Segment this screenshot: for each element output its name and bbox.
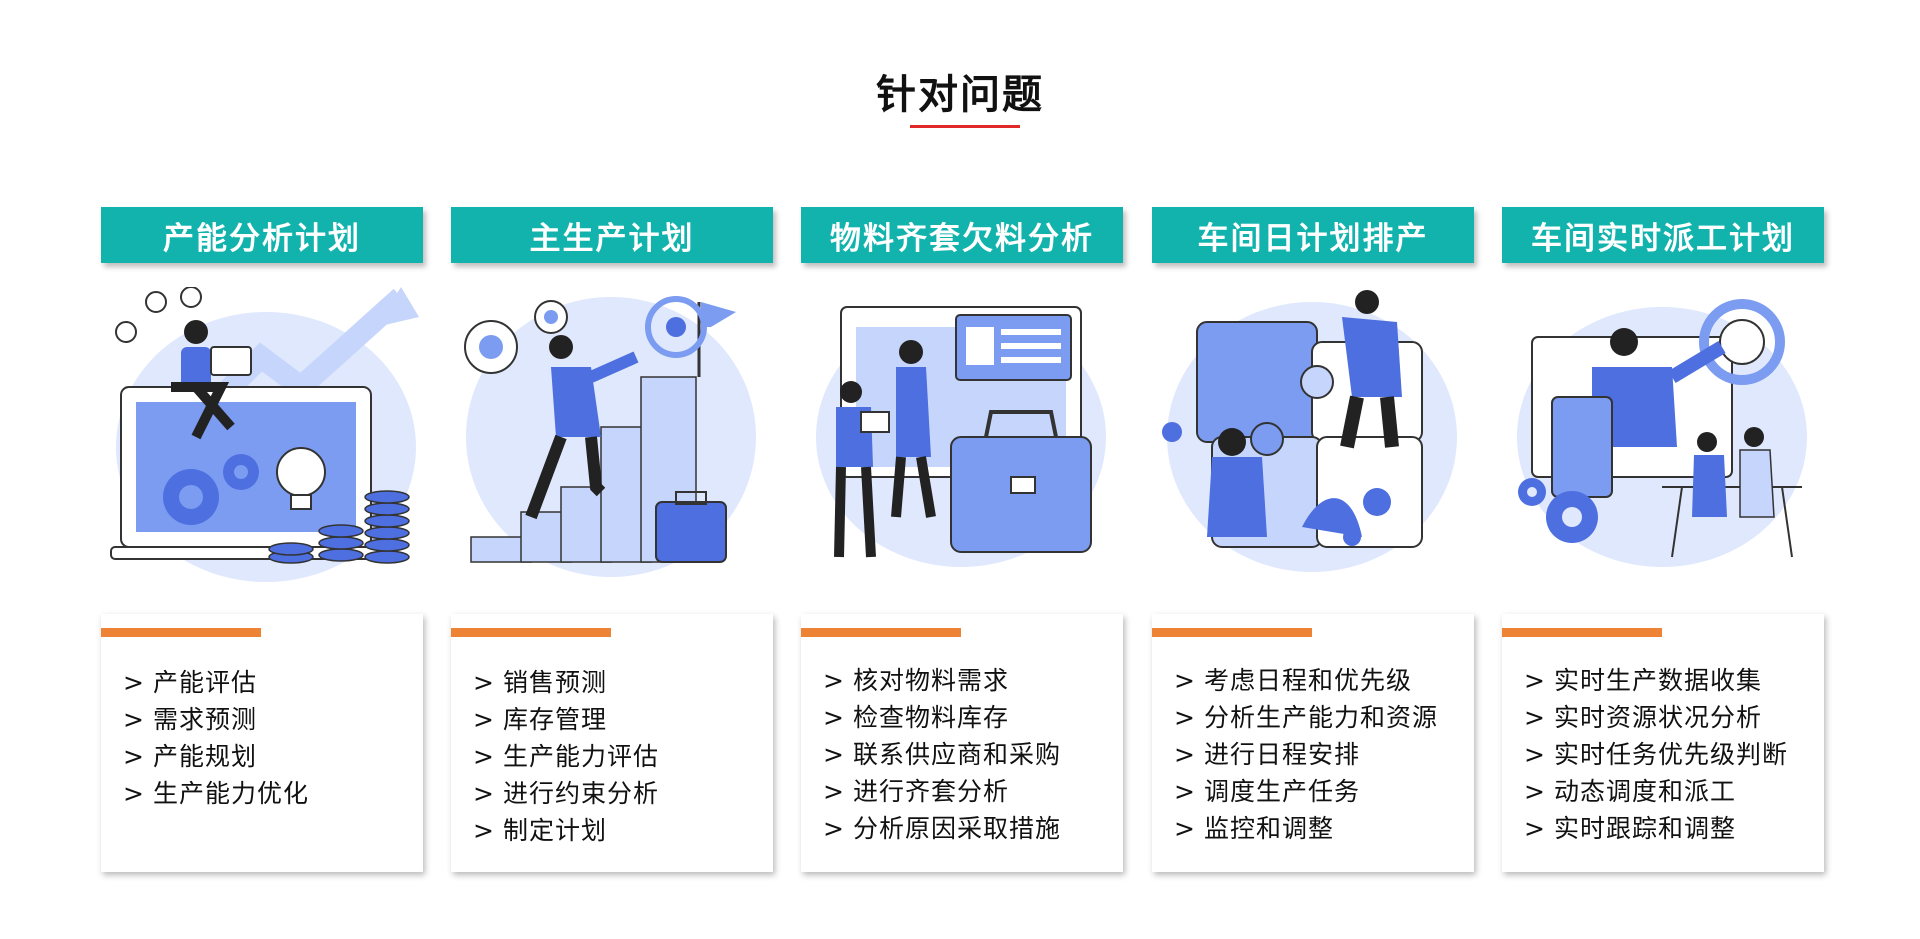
column-header: 车间日计划排产	[1152, 207, 1474, 263]
list-item: >进行齐套分析	[823, 777, 1009, 806]
list-item: >核对物料需求	[823, 666, 1009, 695]
column-master-production-plan: 主生产计划 >销售预测 >	[451, 207, 773, 872]
column-realtime-dispatch-plan: 车间实时派工计划 >实时生产数据收集 >实时资源状况分析 >实时任务优先级判断 …	[1502, 207, 1824, 872]
column-header: 主生产计划	[451, 207, 773, 263]
list-item: >生产能力优化	[123, 779, 309, 808]
list-item: >需求预测	[123, 705, 257, 734]
growth-stairs-illustration	[451, 287, 773, 587]
card-accent-bar	[1502, 628, 1662, 637]
topic-list: >核对物料需求 >检查物料库存 >联系供应商和采购 >进行齐套分析 >分析原因采…	[823, 662, 1061, 847]
dashboard-meeting-illustration	[1502, 287, 1824, 587]
topic-card: >产能评估 >需求预测 >产能规划 >生产能力优化	[101, 614, 423, 872]
briefcase-team-illustration	[801, 287, 1123, 587]
puzzle-team-illustration	[1152, 287, 1474, 587]
laptop-analytics-illustration	[101, 287, 423, 587]
column-header: 产能分析计划	[101, 207, 423, 263]
list-item: >动态调度和派工	[1524, 777, 1736, 806]
topic-card: >实时生产数据收集 >实时资源状况分析 >实时任务优先级判断 >动态调度和派工 …	[1502, 614, 1824, 872]
column-workshop-daily-scheduling: 车间日计划排产 >考虑日程和优先级 >分析生产能力和资源 >进行日程安排	[1152, 207, 1474, 872]
card-accent-bar	[451, 628, 611, 637]
list-item: >生产能力评估	[473, 742, 659, 771]
topic-list: >实时生产数据收集 >实时资源状况分析 >实时任务优先级判断 >动态调度和派工 …	[1524, 662, 1788, 847]
list-item: >实时资源状况分析	[1524, 703, 1762, 732]
list-item: >实时跟踪和调整	[1524, 814, 1736, 843]
list-item: >调度生产任务	[1174, 777, 1360, 806]
title-underline	[910, 125, 1020, 128]
list-item: >实时生产数据收集	[1524, 666, 1762, 695]
list-item: >考虑日程和优先级	[1174, 666, 1412, 695]
topic-card: >销售预测 >库存管理 >生产能力评估 >进行约束分析 >制定计划	[451, 614, 773, 872]
page-title: 针对问题	[876, 72, 1044, 118]
topic-card: >考虑日程和优先级 >分析生产能力和资源 >进行日程安排 >调度生产任务 >监控…	[1152, 614, 1474, 872]
list-item: >分析原因采取措施	[823, 814, 1061, 843]
list-item: >制定计划	[473, 816, 607, 845]
list-item: >联系供应商和采购	[823, 740, 1061, 769]
list-item: >分析生产能力和资源	[1174, 703, 1438, 732]
topic-list: >销售预测 >库存管理 >生产能力评估 >进行约束分析 >制定计划	[473, 664, 659, 849]
card-accent-bar	[101, 628, 261, 637]
column-header: 物料齐套欠料分析	[801, 207, 1123, 263]
column-material-kitting-analysis: 物料齐套欠料分析 >核对物料需求 >检查物料库存 >联系供应商和采购	[801, 207, 1123, 872]
card-accent-bar	[1152, 628, 1312, 637]
list-item: >进行日程安排	[1174, 740, 1360, 769]
list-item: >进行约束分析	[473, 779, 659, 808]
list-item: >检查物料库存	[823, 703, 1009, 732]
column-header: 车间实时派工计划	[1502, 207, 1824, 263]
topic-list: >考虑日程和优先级 >分析生产能力和资源 >进行日程安排 >调度生产任务 >监控…	[1174, 662, 1438, 847]
list-item: >库存管理	[473, 705, 607, 734]
list-item: >销售预测	[473, 668, 607, 697]
list-item: >实时任务优先级判断	[1524, 740, 1788, 769]
card-accent-bar	[801, 628, 961, 637]
topic-list: >产能评估 >需求预测 >产能规划 >生产能力优化	[123, 664, 309, 812]
topic-card: >核对物料需求 >检查物料库存 >联系供应商和采购 >进行齐套分析 >分析原因采…	[801, 614, 1123, 872]
list-item: >产能评估	[123, 668, 257, 697]
list-item: >监控和调整	[1174, 814, 1334, 843]
column-capacity-planning: 产能分析计划	[101, 207, 423, 872]
list-item: >产能规划	[123, 742, 257, 771]
